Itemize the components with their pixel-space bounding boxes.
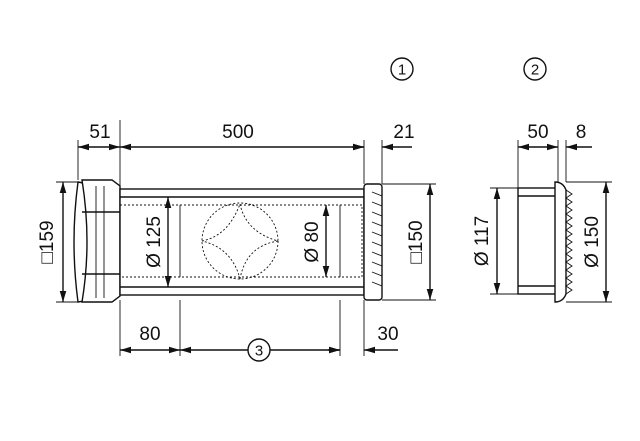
callout-2: 2 <box>523 57 547 81</box>
diffuser-fins <box>565 189 573 295</box>
dim-phi117: Ø 117 <box>472 216 493 266</box>
duct-sleeve <box>517 187 559 295</box>
callout-1: 1 <box>390 57 414 81</box>
dimension-lines <box>56 120 612 356</box>
dim-500: 500 <box>222 122 254 143</box>
dim-21: 21 <box>393 122 414 143</box>
dim-phi80: Ø 80 <box>302 221 323 262</box>
cover-plate-inner <box>81 179 121 303</box>
fan-blades <box>201 203 279 280</box>
diffuser-plate <box>554 181 567 303</box>
dim-phi125: Ø 125 <box>144 216 165 268</box>
dim-phi150: Ø 150 <box>582 216 603 268</box>
callout-1-label: 1 <box>398 62 406 79</box>
dim-30: 30 <box>377 324 398 345</box>
dim-8: 8 <box>576 122 587 143</box>
callout-2-label: 2 <box>531 62 539 79</box>
left-assembly <box>73 179 383 303</box>
right-assembly <box>517 181 573 303</box>
dim-80: 80 <box>139 324 160 345</box>
grille-fins <box>371 191 383 287</box>
dim-51: 51 <box>89 122 110 143</box>
callout-3-label: 3 <box>255 343 263 360</box>
dim-50: 50 <box>527 122 548 143</box>
fan-housing <box>179 204 341 278</box>
callout-3: 3 <box>247 338 271 362</box>
dim-sq159: □159 <box>37 220 58 263</box>
dim-sq150: □150 <box>406 220 427 263</box>
